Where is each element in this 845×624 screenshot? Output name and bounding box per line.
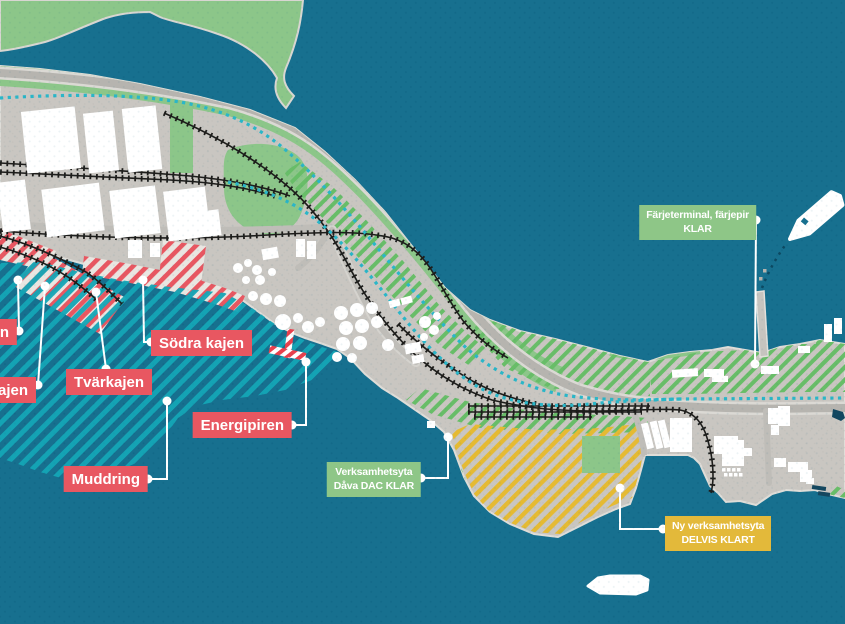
label-verksamhetsyta-dava-line2: Dåva DAC KLAR xyxy=(333,479,414,492)
label-kajen-partial: ajen xyxy=(0,377,36,403)
label-farjeterminal-line1: Färjeterminal, färjepir xyxy=(646,209,749,221)
label-sodra-kajen: Södra kajen xyxy=(151,330,253,356)
label-kajen-partial-top: n xyxy=(0,319,17,345)
label-muddring: Muddring xyxy=(63,466,148,492)
label-verksamhetsyta-dava-line1: Verksamhetsyta xyxy=(335,466,413,478)
label-ny-verksamhetsyta: Ny verksamhetsyta DELVIS KLART xyxy=(665,516,772,552)
label-ny-verksamhetsyta-line1: Ny verksamhetsyta xyxy=(672,520,765,532)
label-tvarkajen: Tvärkajen xyxy=(66,369,153,395)
label-ny-verksamhetsyta-line2: DELVIS KLART xyxy=(681,533,755,546)
label-energipiren: Energipiren xyxy=(192,412,292,438)
label-verksamhetsyta-dava: Verksamhetsyta Dåva DAC KLAR xyxy=(326,462,421,498)
label-farjeterminal-line2: KLAR xyxy=(683,222,712,235)
label-farjeterminal: Färjeterminal, färjepir KLAR xyxy=(639,205,756,241)
